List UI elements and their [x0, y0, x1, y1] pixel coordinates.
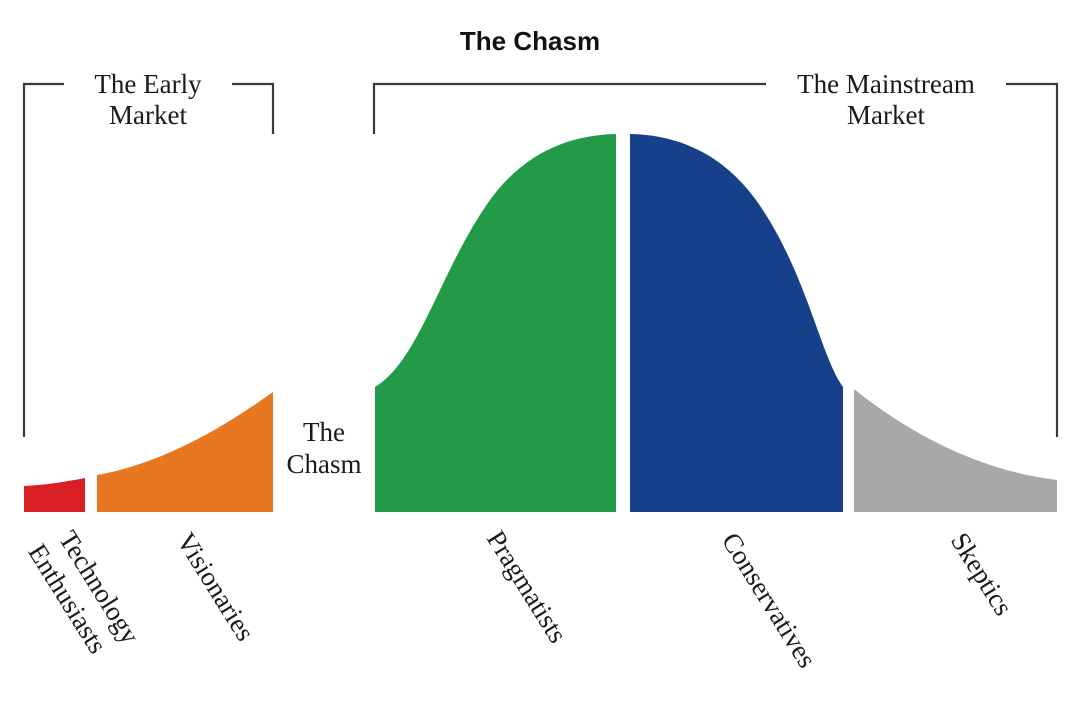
segment-label-conservatives: Conservatives	[716, 527, 823, 673]
svg-text:Visionaries: Visionaries	[171, 527, 261, 646]
early-market-label-line2: Market	[109, 100, 187, 130]
svg-text:Skeptics: Skeptics	[945, 527, 1019, 620]
early-market-label-line1: The Early	[94, 69, 202, 99]
segment-label-skeptics: Skeptics	[945, 527, 1019, 620]
segment-label-pragmatists: Pragmatists	[481, 525, 573, 648]
segment-visionaries	[97, 392, 273, 512]
segment-conservatives	[630, 134, 843, 512]
segment-skeptics	[854, 389, 1057, 512]
chasm-label-line1: The	[303, 417, 345, 447]
svg-text:Pragmatists: Pragmatists	[481, 525, 573, 648]
segment-label-visionaries: Visionaries	[171, 527, 261, 646]
diagram-title: The Chasm	[460, 26, 600, 56]
segment-technology-enthusiasts	[24, 478, 85, 512]
chasm-label-line2: Chasm	[286, 449, 361, 479]
mainstream-market-bracket	[372, 82, 1059, 437]
segment-pragmatists	[375, 134, 616, 512]
mainstream-market-label-line2: Market	[847, 100, 925, 130]
mainstream-market-label-line1: The Mainstream	[797, 69, 975, 99]
svg-text:Conservatives: Conservatives	[716, 527, 823, 673]
segment-label-technology-enthusiasts: Technology Enthusiasts	[22, 525, 146, 658]
early-market-bracket	[22, 82, 275, 437]
